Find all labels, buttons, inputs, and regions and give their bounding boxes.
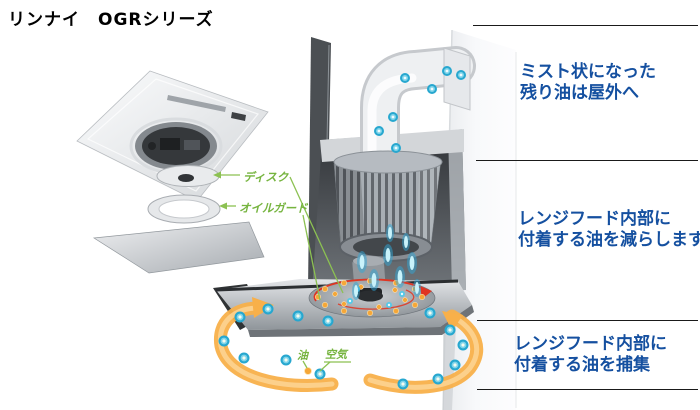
air-ring-dots (218, 66, 469, 390)
callout-line: 付着する油を捕集 (514, 355, 650, 375)
callout-line: レンジフード内部に (514, 334, 667, 354)
callout-reduce-oil: レンジフード内部に 付着する油を減らします (518, 209, 700, 251)
separator-line-3 (477, 320, 698, 321)
fan-intake-opening (129, 117, 223, 175)
callout-capture-oil: レンジフード内部に 付着する油を捕集 (514, 334, 667, 376)
grease-plate-part (92, 221, 265, 274)
flow-labels: 油 空気 (297, 348, 351, 375)
callout-mist-outdoors: ミスト状になった 残り油は屋外へ (520, 62, 656, 104)
callout-line: レンジフード内部に (518, 209, 671, 229)
separator-line-4 (477, 389, 698, 390)
callout-line: 残り油は屋外へ (520, 83, 639, 103)
separator-line-1 (473, 25, 698, 26)
duct-outlet-flange (443, 47, 471, 111)
callout-line: 付着する油を減らします (518, 230, 700, 250)
separator-line-2 (476, 160, 698, 161)
mist-droplets (352, 224, 421, 300)
part-label-disk: ディスク (213, 170, 344, 294)
part-label-oil-guard: オイルガード (219, 201, 321, 301)
disk-label: ディスク (243, 170, 290, 184)
disk-part (156, 165, 220, 187)
oil-sample-dot (304, 367, 312, 375)
oil-guard-part (147, 194, 221, 224)
callout-line: ミスト状になった (520, 62, 656, 82)
oil-guard-label: オイルガード (239, 201, 309, 215)
hood-bottom-panel (76, 70, 269, 202)
oil-label: 油 (297, 349, 310, 362)
page-title: リンナイ OGRシリーズ (8, 10, 214, 30)
air-label: 空気 (325, 348, 349, 361)
